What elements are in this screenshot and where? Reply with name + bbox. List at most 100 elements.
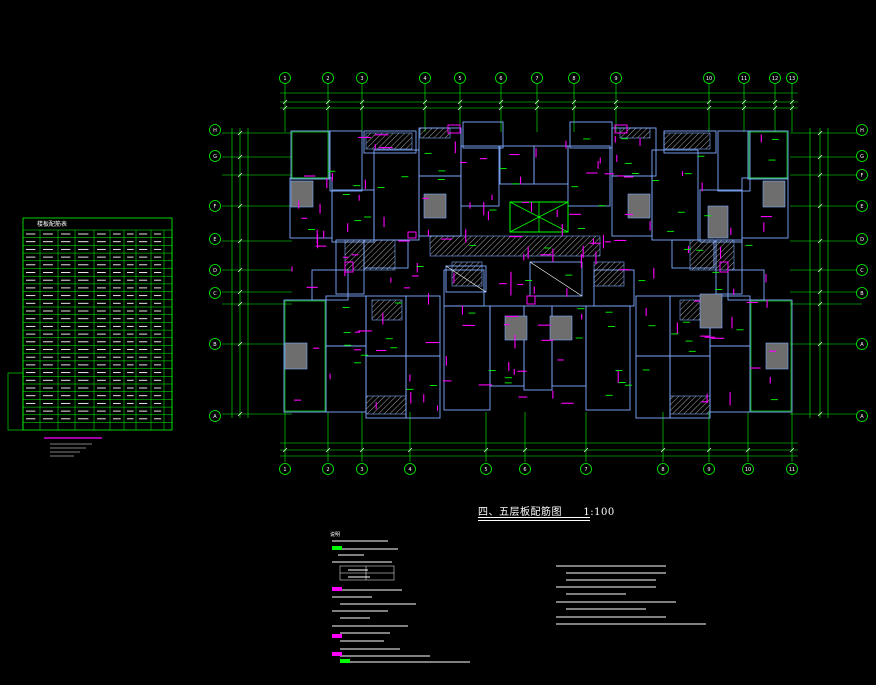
room-outline-27 bbox=[727, 269, 765, 301]
dim-tick-top2-8 bbox=[613, 105, 619, 111]
axis-bubble-left-1-circle bbox=[209, 150, 221, 162]
room-outline-41 bbox=[443, 305, 491, 411]
dim-tick-top-4 bbox=[457, 99, 463, 105]
axis-bubble-bottom-7-label: 8 bbox=[661, 467, 664, 473]
dim-tick-left-2 bbox=[237, 172, 243, 178]
axis-bubble-top-2-circle bbox=[356, 72, 368, 84]
axis-bubble-top-11-circle bbox=[769, 72, 781, 84]
axis-bubble-top-11-label: 12 bbox=[772, 76, 778, 82]
dim-tick-bottom-10 bbox=[789, 447, 795, 453]
axis-bubble-left-1-label: G bbox=[213, 154, 217, 160]
room-outline-48 bbox=[709, 345, 751, 413]
room-outline-14 bbox=[460, 145, 500, 207]
room-outline-5 bbox=[569, 121, 613, 149]
axis-bubble-top-1-label: 2 bbox=[326, 76, 329, 82]
dim-tick-bottom-2 bbox=[359, 447, 365, 453]
legend-side-block bbox=[7, 372, 24, 431]
axis-bubble-right-0-circle bbox=[856, 124, 868, 136]
axis-bubble-bottom-3-label: 4 bbox=[408, 467, 411, 473]
gray-slab-1 bbox=[423, 193, 447, 219]
dim-tick-bottom-9 bbox=[745, 447, 751, 453]
dim-tick-left-4 bbox=[237, 238, 243, 244]
axis-bubble-top-7-label: 8 bbox=[572, 76, 575, 82]
axis-bubble-top-12-circle bbox=[786, 72, 798, 84]
slab-fills bbox=[284, 127, 789, 415]
note-swatch-4 bbox=[340, 659, 350, 663]
notes-heading: 说明 bbox=[330, 531, 340, 538]
axis-bubble-top-4-label: 5 bbox=[458, 76, 461, 82]
gray-slab-2 bbox=[627, 193, 651, 219]
axis-bubble-bottom-1-circle bbox=[322, 463, 334, 475]
dim-tick-top2-10 bbox=[741, 105, 747, 111]
room-outline-45 bbox=[585, 305, 631, 411]
axis-bubble-top-9-label: 10 bbox=[706, 76, 712, 82]
dim-tick-top-1 bbox=[325, 99, 331, 105]
title-underline-1 bbox=[478, 517, 590, 518]
axis-bubble-bottom-6-label: 7 bbox=[584, 467, 587, 473]
axis-bubble-top-6-label: 7 bbox=[535, 76, 538, 82]
axis-bubble-left-7-label: A bbox=[213, 414, 217, 420]
room-outline-11 bbox=[331, 189, 375, 243]
room-outline-40 bbox=[405, 355, 441, 419]
dim-tick-left-5 bbox=[237, 267, 243, 273]
axis-bubble-bottom-10-circle bbox=[786, 463, 798, 475]
room-outline-31 bbox=[405, 295, 441, 357]
room-outline-1 bbox=[329, 130, 363, 192]
axis-grid-lines bbox=[222, 84, 862, 462]
room-outline-2 bbox=[363, 130, 417, 154]
axis-bubble-left-2-circle bbox=[209, 200, 221, 212]
axis-bubble-left-7-circle bbox=[209, 410, 221, 422]
room-outline-0 bbox=[290, 130, 330, 180]
axis-bubble-bottom-3-circle bbox=[404, 463, 416, 475]
dim-tick-top2-1 bbox=[325, 105, 331, 111]
room-outline-15 bbox=[499, 145, 535, 185]
dim-tick-top2-12 bbox=[789, 105, 795, 111]
dim-tick-left-6 bbox=[237, 289, 243, 295]
axis-bubble-bottom-5-circle bbox=[519, 463, 531, 475]
title-underline-2 bbox=[478, 520, 590, 521]
axis-bubble-left-5-circle bbox=[209, 287, 221, 299]
gray-slab-4 bbox=[284, 342, 308, 370]
axis-bubble-top-10-circle bbox=[738, 72, 750, 84]
axis-bubble-left-5-label: C bbox=[213, 291, 217, 297]
axis-bubble-left-0-circle bbox=[209, 124, 221, 136]
axis-bubble-top-8-label: 9 bbox=[614, 76, 617, 82]
note-swatch-3 bbox=[332, 652, 342, 656]
axis-bubble-bottom-4-label: 5 bbox=[484, 467, 487, 473]
axis-bubble-top-4-circle bbox=[454, 72, 466, 84]
axis-bubble-top-10-label: 11 bbox=[741, 76, 747, 82]
axis-bubble-right-3-circle bbox=[856, 200, 868, 212]
dim-tick-left-9 bbox=[237, 411, 243, 417]
legend-table: 楼板配筋表 bbox=[7, 217, 173, 457]
dim-tick-top2-2 bbox=[359, 105, 365, 111]
axis-bubble-top-7-circle bbox=[568, 72, 580, 84]
notes-block: 说明 bbox=[330, 531, 706, 663]
dim-tick-bottom-5 bbox=[522, 447, 528, 453]
axis-bubble-right-7-circle bbox=[856, 338, 868, 350]
rebar-marks bbox=[291, 124, 779, 411]
lift-shaft-left bbox=[445, 265, 487, 293]
dim-tick-bottom-8 bbox=[706, 447, 712, 453]
dim-tick-left-1 bbox=[237, 154, 243, 160]
dimension-lines bbox=[231, 92, 829, 457]
dim-tick-top2-5 bbox=[498, 105, 504, 111]
drawing-scale: 1:100 bbox=[583, 507, 615, 518]
axis-bubble-top-2-label: 3 bbox=[360, 76, 363, 82]
axis-bubble-right-1-circle bbox=[856, 150, 868, 162]
dim-tick-top-6 bbox=[534, 99, 540, 105]
dim-tick-top-8 bbox=[613, 99, 619, 105]
axis-bubble-bottom-4-circle bbox=[480, 463, 492, 475]
axis-bubble-left-4-circle bbox=[209, 264, 221, 276]
rebar-box-2 bbox=[344, 261, 354, 273]
axis-bubble-bottom-1-label: 2 bbox=[326, 467, 329, 473]
hatched-slab-10 bbox=[689, 239, 735, 271]
gray-slab-3 bbox=[762, 180, 786, 208]
hatched-slab-4 bbox=[429, 235, 601, 257]
dim-tick-right-0 bbox=[817, 130, 823, 136]
axis-bubble-top-5-label: 6 bbox=[499, 76, 502, 82]
axis-bubble-right-extra-label: A bbox=[860, 414, 864, 420]
axis-bubble-bottom-8-circle bbox=[703, 463, 715, 475]
axis-bubble-top-0-label: 1 bbox=[283, 76, 286, 82]
